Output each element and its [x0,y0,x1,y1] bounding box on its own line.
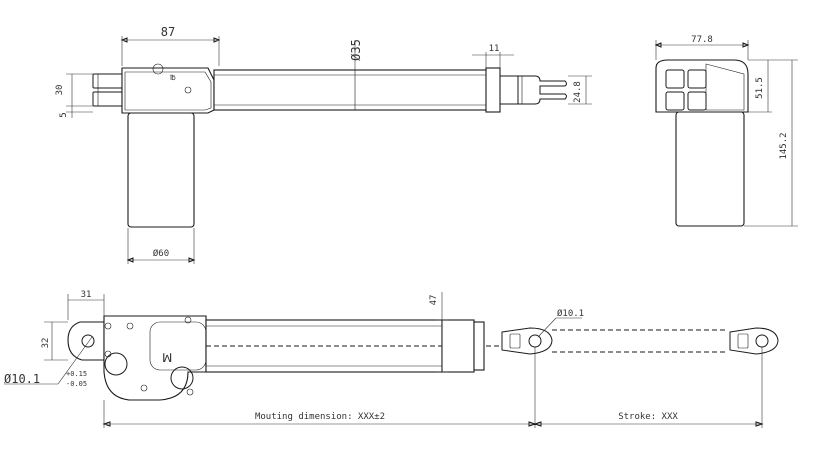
dim-hole-tol-minus: -0.05 [66,380,87,388]
dim-11: 11 [489,44,500,54]
dim-32: 32 [41,338,51,349]
mounting-dimension-label: Mouting dimension: XXX±2 [255,412,385,422]
dim-5: 5 [59,112,69,117]
dim-24-8: 24.8 [573,81,583,103]
brand-mark-front: ꟽ [162,351,172,365]
dim-hole-diameter: Ø10.1 [4,372,40,386]
dim-31: 31 [81,290,92,300]
dim-87: 87 [161,25,175,39]
stroke-label: Stroke: XXX [618,412,678,422]
dim-hole-tol-plus: +0.15 [66,370,87,378]
dim-77-8: 77.8 [691,35,713,45]
dim-145-2: 145.2 [779,132,789,159]
dim-30: 30 [55,85,65,96]
brand-mark-top: ℔ [170,74,176,82]
side-view: 77.8 51.5 145.2 [654,35,798,227]
top-view: ℔ 87 Ø35 11 30 5 [55,25,592,264]
front-view: ꟽ 31 32 Ø10.1 +0.15 -0.05 [4,290,779,428]
dim-51-5: 51.5 [755,77,765,99]
dim-front-hole: Ø10.1 [557,308,584,319]
dim-motor-diameter: Ø60 [153,248,169,259]
dim-rod-diameter: Ø35 [349,39,363,61]
dim-47: 47 [429,295,439,306]
